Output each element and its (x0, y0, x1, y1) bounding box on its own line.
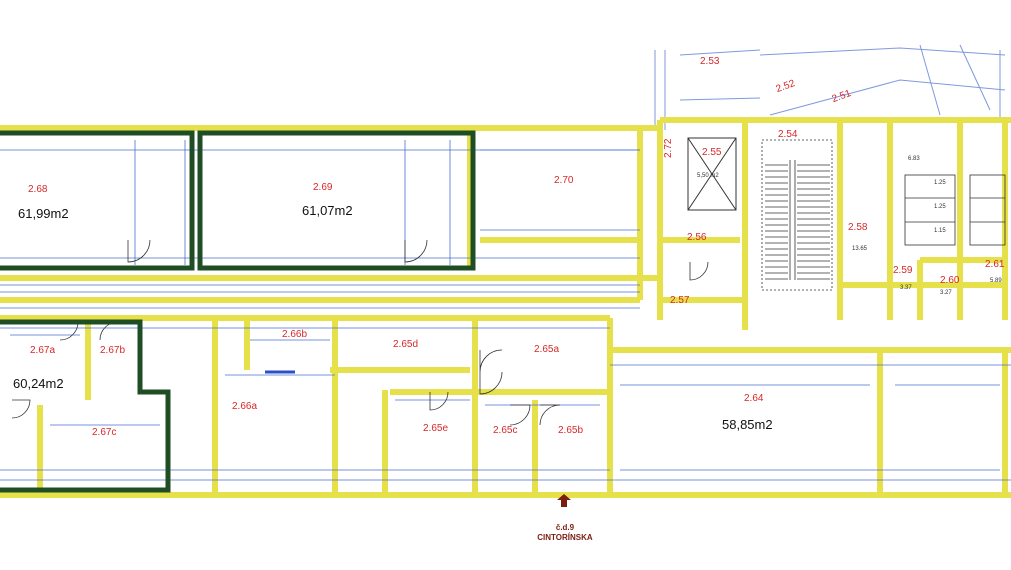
room-label-2-58: 2.58 (848, 222, 868, 233)
room-label-2-67a: 2.67a (30, 345, 56, 356)
small-text-9: 3.37 (900, 285, 912, 291)
room-area-2-69: 61,07m2 (302, 203, 353, 218)
small-text-5: 1.25 (934, 204, 946, 210)
upper-right-sketch (654, 44, 1006, 130)
room-label-2-55: 2.55 (702, 147, 722, 158)
entrance-number: č.d.9 (555, 523, 575, 532)
room-label-2-65d: 2.65d (393, 339, 419, 350)
room-area-2-68: 61,99m2 (18, 206, 69, 221)
small-text-4: 1.25 (934, 180, 946, 186)
room-label-2-53: 2.53 (700, 56, 720, 67)
room-label-2-65a: 2.65a (534, 344, 560, 355)
room-label-2-66a: 2.66a (232, 401, 258, 412)
room-area-2-67: 60,24m2 (13, 376, 64, 391)
room-label-2-64: 2.64 (744, 393, 764, 404)
room-label-2-70: 2.70 (554, 175, 574, 186)
room-label-2-56: 2.56 (687, 232, 707, 243)
room-label-2-69: 2.69 (313, 182, 333, 193)
room-label-2-54: 2.54 (778, 129, 798, 140)
entrance-arrow-icon (557, 494, 571, 507)
small-text-3: 13.65 (852, 246, 868, 252)
elevator-shaft (687, 137, 737, 211)
room-label-2-65b: 2.65b (558, 425, 584, 436)
stair-steps (765, 164, 830, 280)
small-text-2: 6.83 (908, 156, 920, 162)
small-text-6: 1.15 (934, 228, 946, 234)
room-area-2-64: 58,85m2 (722, 417, 773, 432)
room-label-2-66b: 2.66b (282, 329, 308, 340)
room-label-2-60: 2.60 (940, 275, 960, 286)
small-text-7: 5.89 (990, 278, 1002, 284)
room-label-2-72: 2.72 (663, 138, 674, 158)
entrance-label: č.d.9 CINTORÍNSKA (520, 500, 610, 543)
staircase (761, 139, 833, 291)
small-text-1: 5,50 m2 (697, 173, 719, 179)
room-label-2-68: 2.68 (28, 184, 48, 195)
small-rooms-right (904, 174, 1006, 246)
room-label-2-57: 2.57 (670, 295, 690, 306)
small-text-8: 3.27 (940, 290, 952, 296)
room-label-2-59: 2.59 (893, 265, 913, 276)
room-label-2-65c: 2.65c (493, 425, 518, 436)
unit-outlines (0, 130, 476, 493)
entrance-street: CINTORÍNSKA (537, 533, 593, 542)
room-label-2-67b: 2.67b (100, 345, 126, 356)
room-label-2-61: 2.61 (985, 259, 1005, 270)
room-label-2-65e: 2.65e (423, 423, 449, 434)
room-label-2-67c: 2.67c (92, 427, 117, 438)
yellow-walls (0, 117, 1011, 498)
